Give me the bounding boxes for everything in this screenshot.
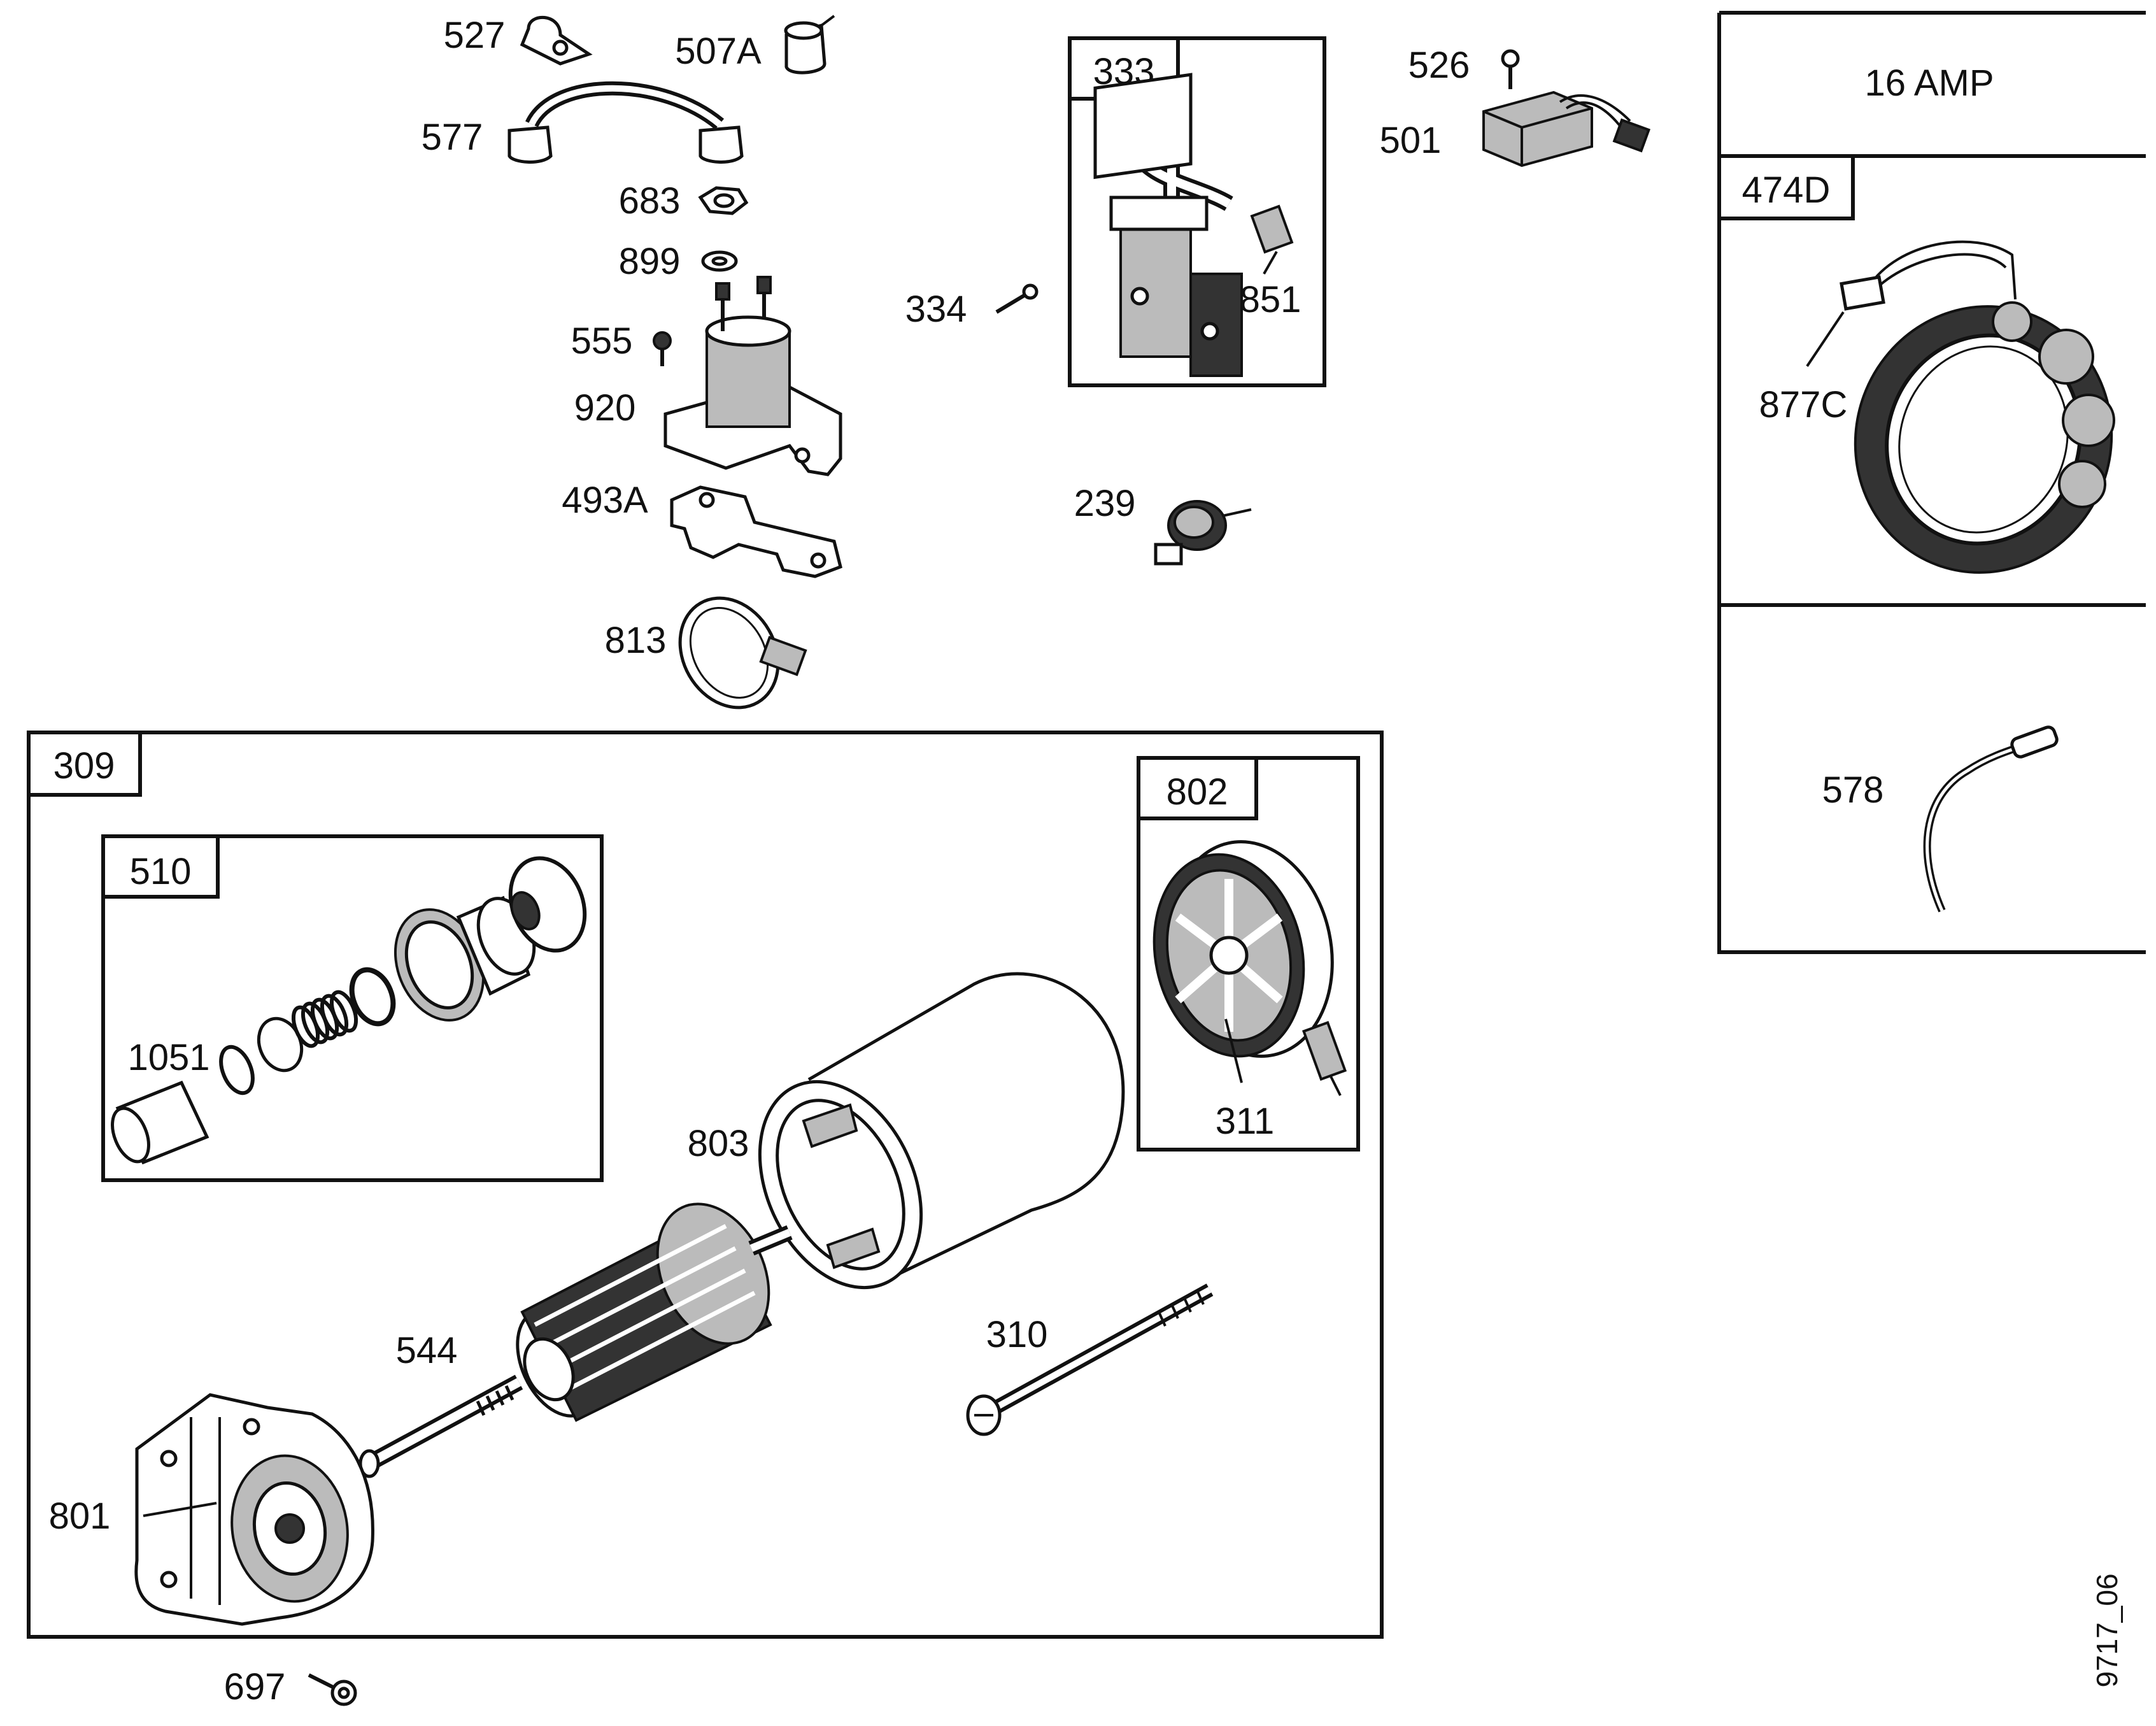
- group-333: 333 851: [1068, 36, 1326, 387]
- right-panel-frame: [1717, 13, 2146, 954]
- part-label-507A: 507A: [675, 31, 762, 72]
- group-309-label: 309: [53, 745, 115, 787]
- right-panel: 16 AMP 474D 877C 578: [1717, 11, 2146, 954]
- drive-gear-assembly-part: [111, 856, 587, 1165]
- hose-clamp-813-part: [678, 596, 807, 710]
- part-label-920: 920: [574, 387, 636, 429]
- part-label-493A: 493A: [562, 480, 648, 521]
- part-label-544: 544: [396, 1330, 458, 1371]
- screw-334-part: [995, 283, 1039, 314]
- part-label-578: 578: [1822, 769, 1884, 811]
- drive-end-bracket-part: [134, 1393, 374, 1626]
- part-label-1051: 1051: [127, 1037, 209, 1078]
- wire-lead-part: [1923, 725, 2059, 913]
- spark-plug-boot-part: [1250, 204, 1294, 254]
- part-label-527: 527: [444, 15, 506, 56]
- part-label-683: 683: [619, 180, 681, 222]
- part-label-311: 311: [1216, 1101, 1274, 1142]
- part-label-813: 813: [605, 620, 667, 661]
- group-309: 309 510: [27, 731, 1384, 1639]
- leader-311: [1224, 1018, 1243, 1083]
- group-510-tag: [101, 834, 220, 899]
- alternator-stator-part: [1840, 240, 2115, 574]
- part-label-526: 526: [1408, 45, 1470, 86]
- part-label-801: 801: [49, 1495, 111, 1537]
- group-510-frame: [101, 834, 604, 1182]
- solenoid-920-part: [663, 276, 842, 476]
- part-label-239: 239: [1074, 483, 1136, 524]
- regulator-rectifier-part: [1482, 90, 1650, 168]
- armature-part: [358, 1202, 793, 1478]
- group-510-label: 510: [130, 851, 192, 892]
- part-label-803: 803: [688, 1123, 749, 1164]
- group-309-frame: [27, 731, 1384, 1639]
- nut-683-part: [698, 186, 749, 215]
- pressure-switch-part: [1154, 500, 1252, 566]
- bracket-493A-part: [670, 485, 842, 578]
- clip-527-part: [520, 15, 593, 66]
- motor-housing-part: [758, 972, 1125, 1290]
- part-label-577: 577: [422, 117, 483, 158]
- cable-577-part: [507, 81, 744, 164]
- washer-899-part: [701, 250, 738, 272]
- screw-526-part: [1501, 49, 1520, 89]
- boot-507A-part: [784, 15, 835, 75]
- part-label-334: 334: [905, 289, 967, 330]
- group-802-label: 802: [1167, 771, 1228, 813]
- bolt-697-part: [308, 1673, 357, 1706]
- group-474D-tag: [1717, 154, 1855, 220]
- diagram-reference-code: 9717_06: [2090, 1573, 2124, 1687]
- group-309-tag: [27, 731, 142, 797]
- leader-851: [1263, 251, 1278, 275]
- ignition-coil-part: [1093, 73, 1243, 377]
- amp-rating-note: 16 AMP: [1864, 62, 1994, 104]
- screw-555-part: [653, 331, 672, 366]
- part-label-899: 899: [619, 241, 681, 282]
- part-label-555: 555: [571, 320, 633, 362]
- through-bolt-part: [966, 1283, 1214, 1436]
- part-label-501: 501: [1380, 120, 1442, 161]
- group-333-frame: [1068, 36, 1326, 387]
- group-802-tag: [1137, 756, 1258, 820]
- leader-877C: [1806, 311, 1845, 367]
- part-label-697: 697: [224, 1666, 286, 1708]
- part-label-310: 310: [986, 1314, 1048, 1355]
- group-474D-label: 474D: [1742, 169, 1831, 211]
- end-cap-brush-plate-part: [1152, 840, 1347, 1096]
- part-label-851: 851: [1240, 279, 1301, 320]
- part-label-877C: 877C: [1759, 384, 1848, 425]
